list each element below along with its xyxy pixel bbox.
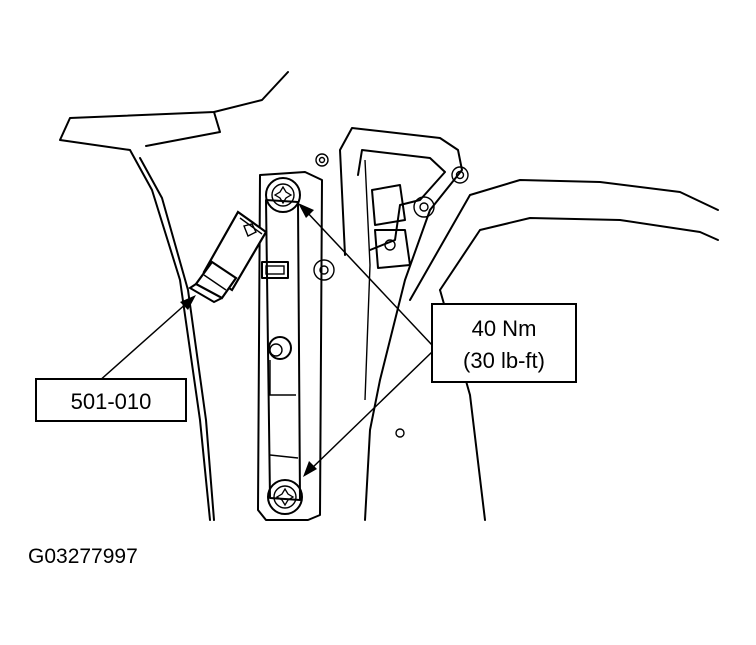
small-bolts xyxy=(313,153,469,281)
tool-number-text: 501-010 xyxy=(71,389,152,414)
tool-leader-arrow xyxy=(97,295,196,383)
torque-nm-text: 40 Nm xyxy=(472,316,537,341)
special-tool-icon xyxy=(188,210,268,304)
pillar-outline xyxy=(59,71,289,521)
lower-bolt-icon xyxy=(267,479,303,515)
torque-lbft-text: (30 lb-ft) xyxy=(463,348,545,373)
torque-leader-arrows xyxy=(298,203,433,477)
latch-structure xyxy=(339,127,463,521)
tool-callout: 501-010 xyxy=(35,378,187,422)
figure-id: G03277997 xyxy=(28,545,138,568)
upper-bolt-icon xyxy=(265,177,301,213)
torque-callout: 40 Nm (30 lb-ft) xyxy=(431,303,577,383)
striker-bracket xyxy=(257,171,323,521)
